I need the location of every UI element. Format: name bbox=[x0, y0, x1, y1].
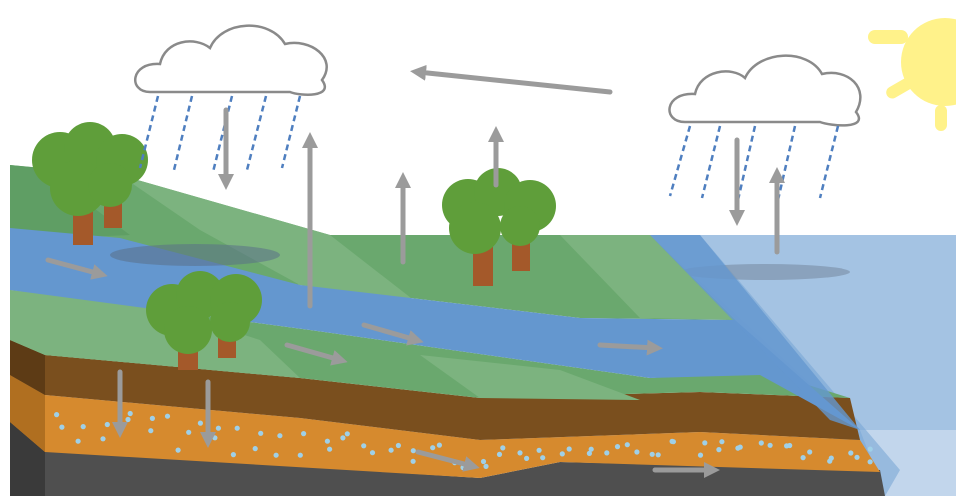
groundwater-droplet bbox=[614, 444, 621, 450]
rain bbox=[138, 95, 840, 201]
groundwater-droplet bbox=[324, 438, 330, 444]
groundwater-droplet bbox=[517, 450, 523, 456]
groundwater-droplet bbox=[827, 458, 833, 464]
groundwater-droplet bbox=[604, 450, 610, 456]
land-surface bbox=[10, 165, 850, 400]
groundwater-droplet bbox=[496, 451, 503, 457]
groundwater-droplet bbox=[559, 451, 565, 457]
groundwater-droplet bbox=[483, 463, 489, 469]
groundwater-droplet bbox=[252, 446, 258, 452]
groundwater-droplet bbox=[361, 443, 367, 449]
groundwater-droplet bbox=[327, 446, 333, 452]
groundwater-droplet bbox=[566, 446, 572, 452]
groundwater-droplet bbox=[100, 436, 106, 442]
groundwater-droplet bbox=[586, 450, 593, 456]
groundwater-droplet bbox=[59, 424, 65, 430]
groundwater-droplet bbox=[277, 433, 283, 439]
groundwater-droplet bbox=[669, 438, 675, 444]
groundwater-droplet bbox=[258, 430, 264, 436]
groundwater-droplet bbox=[410, 458, 416, 464]
groundwater-droplet bbox=[125, 416, 131, 423]
groundwater-droplet bbox=[80, 424, 86, 430]
groundwater-droplet bbox=[127, 410, 133, 417]
groundwater-droplet bbox=[536, 447, 542, 453]
groundwater-droplet bbox=[655, 452, 661, 458]
groundwater-droplet bbox=[301, 431, 307, 437]
groundwater-droplet bbox=[430, 445, 436, 451]
bedrock-layer bbox=[10, 420, 885, 496]
groundwater-droplet bbox=[75, 438, 81, 444]
groundwater-droplet bbox=[395, 442, 401, 449]
groundwater-droplet bbox=[767, 442, 773, 448]
groundwater-droplet bbox=[737, 444, 743, 450]
sun-icon bbox=[868, 18, 956, 131]
arrow-river-flow-1 bbox=[45, 257, 108, 280]
groundwater-droplet bbox=[697, 452, 704, 458]
tree-cluster-left bbox=[32, 122, 148, 245]
tree-cluster-lower bbox=[146, 271, 262, 370]
groundwater-droplet bbox=[758, 440, 764, 446]
groundwater-droplet bbox=[867, 459, 873, 465]
groundwater-droplet bbox=[436, 442, 442, 448]
groundwater-droplet bbox=[215, 425, 221, 431]
groundwater-droplet bbox=[634, 449, 640, 455]
arrow-groundwater-1 bbox=[415, 449, 480, 472]
groundwater-droplet bbox=[800, 455, 806, 461]
tree-cluster-middle bbox=[442, 168, 556, 286]
groundwater-droplet bbox=[230, 452, 236, 458]
arrow-river-flow-3 bbox=[597, 339, 663, 356]
arrow-river-flow-2 bbox=[361, 322, 424, 346]
groundwater-droplet bbox=[807, 449, 813, 455]
groundwater-droplet bbox=[186, 429, 192, 435]
groundwater-droplet bbox=[854, 454, 860, 460]
groundwater-droplet bbox=[649, 451, 655, 457]
groundwater-droplet bbox=[212, 435, 218, 441]
soil-layer bbox=[10, 340, 860, 440]
groundwater-droplet bbox=[624, 442, 630, 448]
groundwater-droplet bbox=[480, 458, 487, 465]
groundwater-droplet bbox=[148, 428, 154, 434]
groundwater-droplet bbox=[164, 413, 171, 419]
groundwater-droplet bbox=[297, 452, 303, 458]
groundwater-droplet bbox=[719, 439, 725, 445]
rain-cloud-right bbox=[668, 54, 862, 127]
arrow-runoff bbox=[284, 342, 348, 366]
flow-arrows bbox=[45, 64, 786, 479]
arrow-cloud-transport bbox=[410, 64, 613, 95]
groundwater-droplet bbox=[54, 412, 60, 418]
groundwater-droplet bbox=[410, 448, 416, 454]
groundwater-droplet bbox=[104, 421, 110, 428]
groundwater-droplet bbox=[867, 446, 873, 452]
groundwater-droplet bbox=[702, 440, 708, 446]
groundwater-droplet bbox=[500, 445, 506, 451]
groundwater-droplet bbox=[716, 447, 722, 453]
rain-cloud-left bbox=[134, 24, 328, 96]
groundwater-droplet bbox=[234, 425, 240, 431]
groundwater-droplet bbox=[197, 420, 203, 426]
land-cloud-shadow bbox=[110, 244, 280, 266]
groundwater-droplet bbox=[388, 447, 394, 453]
groundwater-layer bbox=[10, 375, 880, 478]
groundwater-droplet bbox=[369, 450, 376, 456]
groundwater-droplet bbox=[588, 446, 594, 452]
groundwater-droplet bbox=[848, 450, 854, 456]
groundwater-droplet bbox=[340, 435, 346, 441]
groundwater-droplet bbox=[344, 431, 350, 437]
groundwater-droplet bbox=[524, 455, 530, 461]
groundwater-droplet bbox=[273, 452, 279, 458]
groundwater-droplet bbox=[784, 443, 790, 449]
groundwater-droplet bbox=[175, 447, 181, 453]
groundwater-droplet bbox=[149, 415, 155, 421]
groundwater-droplet bbox=[540, 455, 546, 461]
